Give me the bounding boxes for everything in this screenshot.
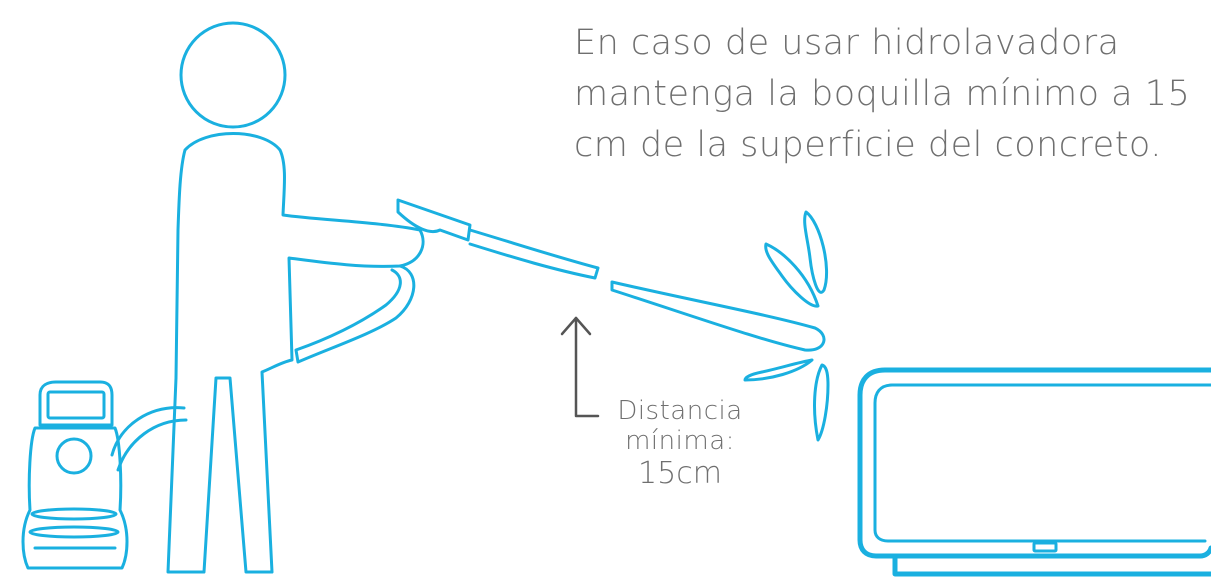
washer-handle bbox=[38, 380, 114, 427]
instruction-line-1: En caso de usar hidrolavadora bbox=[574, 23, 1120, 63]
splash-4 bbox=[743, 358, 814, 382]
splash-2 bbox=[764, 242, 820, 308]
slab-marker bbox=[1032, 541, 1058, 553]
instruction-text: En caso de usar hidrolavadora mantenga l… bbox=[574, 18, 1194, 171]
distance-label: Distancia mínima: 15cm bbox=[600, 396, 760, 492]
arrow-shaft bbox=[574, 316, 600, 418]
pressure-washer-machine bbox=[21, 380, 129, 570]
wand-tube bbox=[468, 228, 600, 280]
arrow-head bbox=[560, 316, 592, 336]
slab-base bbox=[892, 553, 1211, 577]
jet-stream bbox=[610, 280, 826, 352]
slab-inner bbox=[873, 383, 1211, 543]
person-rear-arm bbox=[294, 264, 416, 364]
washer-handle-grip bbox=[46, 390, 106, 420]
washer-gauge bbox=[55, 437, 93, 475]
wand-handle bbox=[396, 198, 472, 242]
person-body bbox=[166, 132, 425, 574]
washer-stripe-1 bbox=[30, 507, 118, 521]
spray-wand bbox=[396, 198, 600, 280]
distance-value: 15cm bbox=[638, 456, 722, 491]
splash-1 bbox=[803, 210, 829, 294]
distance-label-line-2: mínima: bbox=[625, 426, 735, 456]
instruction-line-2: mantenga la boquilla mínimo a 15 bbox=[574, 74, 1191, 114]
splash-3 bbox=[813, 363, 830, 442]
washer-stripe-2 bbox=[28, 525, 120, 539]
distance-arrow bbox=[560, 316, 600, 418]
water-jet bbox=[610, 210, 830, 442]
washer-body bbox=[21, 426, 129, 570]
person-figure bbox=[166, 21, 425, 574]
instruction-line-3: cm de la superficie del concreto. bbox=[574, 125, 1162, 165]
concrete-slab bbox=[857, 367, 1211, 577]
person-head bbox=[179, 21, 287, 129]
slab-outer bbox=[857, 367, 1211, 559]
distance-label-line-1: Distancia bbox=[617, 396, 743, 426]
